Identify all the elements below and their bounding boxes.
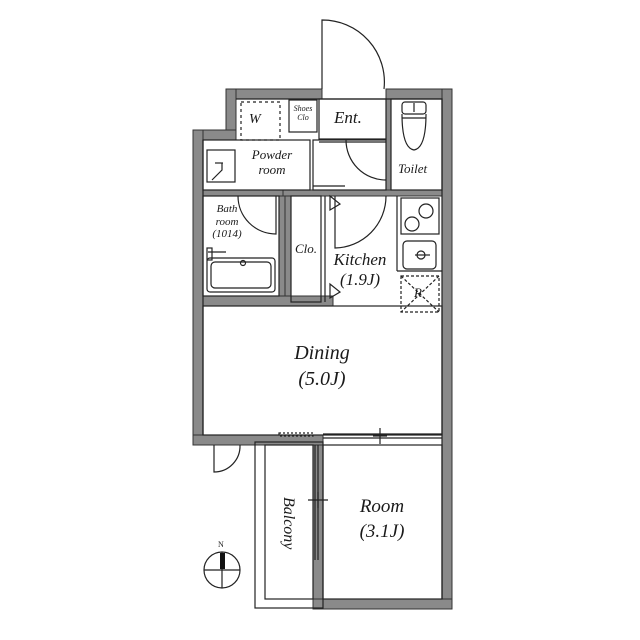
room-label-powder: Powder room	[244, 147, 300, 178]
room-name: Room	[359, 496, 405, 517]
compass-label: N	[218, 540, 224, 549]
room-label-washer: W	[249, 112, 261, 127]
kitchen-area: (1.9J)	[339, 269, 381, 289]
room-label-kitchen: Kitchen (1.9J)	[328, 250, 392, 289]
room-label-entrance: Ent.	[334, 108, 362, 127]
kitchen-name: Kitchen	[333, 250, 387, 269]
dining-area: (5.0J)	[298, 368, 346, 390]
compass-needle	[220, 553, 225, 569]
room-label-balcony: Balcony	[280, 496, 298, 550]
room-label-toilet: Toilet	[398, 161, 428, 176]
fridge-label: R	[414, 285, 422, 300]
room-area: (3.1J)	[359, 520, 405, 542]
bath-line2: room	[215, 215, 239, 228]
room-label-dining: Dining (5.0J)	[280, 340, 364, 392]
powder-line1: Powder	[251, 147, 293, 162]
bath-line3: (1014)	[212, 228, 242, 241]
shoes-line2: Clo	[297, 113, 309, 123]
bath-line1: Bath	[216, 203, 238, 215]
dining-name: Dining	[294, 342, 350, 364]
powder-line2: room	[258, 161, 286, 177]
room-label-closet: Clo.	[294, 241, 318, 256]
room-label-room: Room (3.1J)	[346, 495, 418, 544]
room-label-bath: Bath room (1014)	[206, 203, 248, 241]
shoes-line1: Shoes	[293, 104, 313, 113]
room-label-shoes: Shoes Clo	[291, 104, 315, 122]
